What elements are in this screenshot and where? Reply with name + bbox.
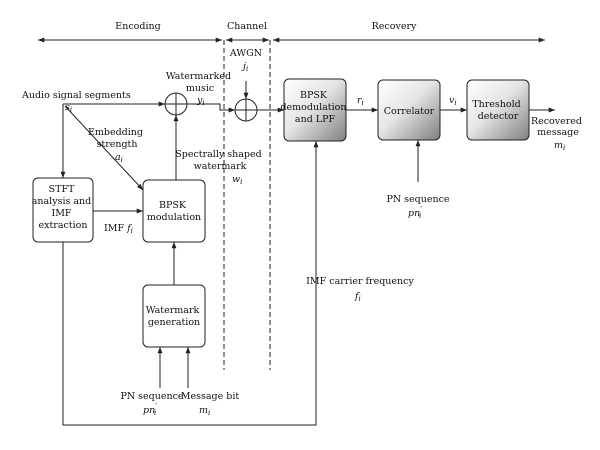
pn-bottom-symbol: pn′i [143, 402, 157, 417]
pn-sequence-bottom-label: PN sequence [120, 391, 183, 402]
audio-segments-label: Audio signal segments [21, 90, 131, 101]
imf-carrier-path [62, 141, 319, 426]
channel-header: Channel [227, 21, 267, 32]
recovered-symbol: mi [554, 140, 565, 152]
embedding-strength-arrow [64, 105, 144, 191]
bpsk-demodulation-label: BPSK demodulation and LPF [280, 90, 349, 125]
section-headers: Encoding Channel Recovery [38, 21, 545, 43]
audio-symbol: si [65, 102, 72, 114]
noise-adder-icon [234, 98, 258, 122]
message-bit-label: Message bit [181, 391, 240, 402]
bpsk-modulation-label: BPSK modulation [147, 200, 201, 223]
embedding-strength-label: Embedding strength [88, 127, 146, 150]
message-bit-symbol: mi [199, 405, 210, 417]
awgn-label: AWGN [229, 48, 262, 59]
embedding-symbol: ai [115, 152, 123, 164]
stft-block-label: STFT analysis and IMF extraction [32, 184, 95, 231]
imf-carrier-symbol: fi [354, 291, 361, 303]
spectral-symbol: wi [232, 174, 242, 186]
awgn-symbol: ji [241, 61, 248, 73]
r-symbol: ri [357, 95, 364, 107]
recovery-header: Recovery [372, 21, 417, 32]
threshold-detector-label: Threshold detector [472, 99, 523, 122]
pn-sequence-right-label: PN sequence [386, 194, 449, 205]
bpsk-modulation-block [142, 179, 206, 243]
v-symbol: vi [449, 95, 457, 107]
watermark-generation-block [142, 284, 206, 348]
watermarked-music-label: Watermarked music [166, 71, 234, 94]
imf-carrier-label: IMF carrier frequency [306, 276, 414, 287]
embedding-adder-icon [164, 92, 188, 116]
recovered-message-label: Recovered message [531, 116, 585, 138]
watermarked-music-arrow [187, 103, 235, 113]
pn-right-symbol: pn′i [408, 205, 422, 220]
correlator-label: Correlator [384, 106, 435, 117]
signal-paths [60, 81, 555, 426]
threshold-detector-block [466, 79, 530, 141]
watermark-generation-label: Watermark generation [146, 305, 203, 328]
spectral-watermark-label: Spectrally shaped watermark [175, 149, 265, 172]
watermarked-symbol: yi [196, 95, 205, 107]
encoding-header: Encoding [115, 21, 160, 32]
